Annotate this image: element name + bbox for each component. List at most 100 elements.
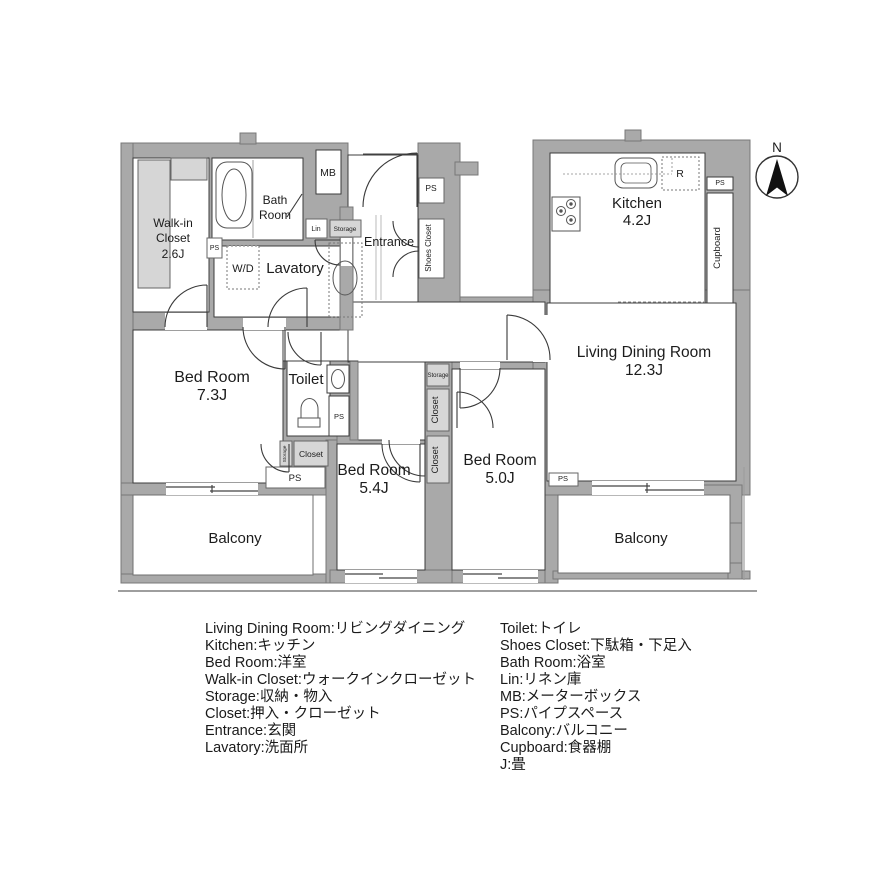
room-balcony-left — [132, 494, 314, 576]
legend-right-column: Toilet:トイレ Shoes Closet:下駄箱・下足入 Bath Roo… — [500, 621, 692, 774]
legend-item: Entrance:玄関 — [205, 723, 297, 739]
shoes-closet-door-upper — [392, 220, 420, 248]
storage-boxes — [137, 157, 450, 484]
shoes-closet-door-lower — [392, 250, 420, 278]
wic-label-1: Walk-in — [153, 216, 193, 230]
lin-box — [305, 218, 328, 239]
washer-dryer-box — [226, 245, 260, 290]
ps-box-kitchen — [706, 176, 734, 191]
wic-label-2: Closet — [156, 231, 191, 245]
bed73-label: Bed Room — [174, 369, 250, 386]
shoes-closet-box — [418, 218, 445, 279]
hall-lower — [347, 301, 546, 363]
legend-item: PS:パイプスペース — [500, 706, 624, 722]
lin-label: Lin — [311, 226, 320, 233]
ps-label-kitchen: PS — [715, 180, 725, 187]
toilet-basin-box — [326, 364, 350, 394]
storage-box-hall — [329, 219, 362, 238]
legend-item: Walk-in Closet:ウォークインクローゼット — [205, 672, 476, 688]
windows — [166, 481, 704, 583]
wd-label: W/D — [232, 263, 253, 275]
entrance-step-lines — [375, 215, 382, 300]
ps-box-toilet — [328, 395, 350, 437]
room-bed-50 — [451, 368, 546, 571]
counter-dashed-line — [563, 158, 673, 175]
lavatory-label: Lavatory — [266, 260, 324, 277]
legend-item: Storage:収納・物入 — [205, 689, 333, 705]
boundary-lines — [118, 467, 757, 592]
bed73-closet-door — [260, 443, 290, 473]
bath-label-2: Room — [259, 208, 291, 222]
closet-upper — [426, 388, 450, 432]
shoes-closet-label: Shoes Closet — [424, 223, 433, 271]
balcony-right-label: Balcony — [614, 530, 668, 547]
legend-item: Bath Room:浴室 — [500, 655, 606, 671]
north-arrow-icon: N — [755, 140, 799, 199]
legend-item: Lin:リネン庫 — [500, 672, 582, 688]
room-living-dining — [546, 302, 737, 482]
legend-left-column: Living Dining Room:リビングダイニング Kitchen:キッチ… — [205, 621, 476, 757]
balcony-left-label: Balcony — [208, 530, 262, 547]
mb-label: MB — [320, 167, 336, 179]
ps-box-entrance — [418, 177, 445, 204]
room-labels: Walk-in Closet 2.6J Bath Room MB W/D Lav… — [153, 167, 725, 547]
bath-label-1: Bath — [263, 193, 288, 207]
stove-icon — [551, 196, 581, 232]
living-door — [506, 314, 551, 361]
door-gaps — [165, 238, 558, 444]
legend-item: MB:メーターボックス — [500, 689, 642, 705]
wic-shelf — [137, 159, 171, 289]
refrigerator-box — [661, 156, 700, 191]
storage-label-strip: Storage — [427, 373, 449, 379]
ps-label-toilet: PS — [334, 412, 344, 421]
storage-box-strip — [426, 363, 450, 387]
bed50-door — [459, 367, 501, 409]
room-floors — [132, 149, 737, 576]
room-bed-73 — [132, 329, 284, 484]
legend-item: Balcony:バルコニー — [500, 723, 628, 739]
closet-bed73 — [293, 440, 329, 467]
legend-item: Lavatory:洗面所 — [205, 740, 309, 756]
entrance-label: Entrance — [364, 235, 414, 249]
ps-box-wd — [206, 237, 223, 259]
door-swings — [164, 152, 551, 483]
ps-label-bed73: PS — [289, 473, 302, 484]
hand-basin-icon — [331, 369, 345, 389]
inner-walls — [339, 206, 359, 441]
bed73-door — [242, 326, 286, 370]
toilet-label: Toilet — [288, 371, 324, 388]
fixtures — [215, 153, 704, 428]
room-bed-54 — [336, 443, 426, 571]
closet-label-lower: Closet — [430, 446, 441, 473]
legend-item: Bed Room:洋室 — [205, 655, 307, 671]
closet-label-upper: Closet — [430, 396, 441, 423]
kitchen-area: 4.2J — [623, 212, 651, 229]
legend-item: Kitchen:キッチン — [205, 638, 316, 654]
cupboard-box — [706, 192, 734, 304]
ps-label-entrance: PS — [425, 183, 437, 193]
legend-item: Cupboard:食器棚 — [500, 740, 612, 756]
toilet-icon — [297, 398, 321, 428]
refrigerator-label: R — [676, 168, 684, 180]
bathtub-icon — [215, 161, 253, 229]
mb-box — [315, 149, 342, 195]
closet-upper-door — [456, 391, 494, 429]
lavatory-basin-icon — [332, 260, 358, 296]
room-balcony-right — [557, 494, 731, 574]
lavatory-door — [314, 239, 341, 266]
vanity-cabinet — [328, 242, 363, 318]
north-label: N — [772, 140, 782, 155]
hall-corridor — [352, 360, 426, 441]
wic-shelf-top — [170, 157, 208, 181]
legend-item: Living Dining Room:リビングダイニング — [205, 621, 466, 637]
front-door — [362, 152, 418, 208]
bath-door — [286, 193, 303, 218]
dashed-boxes — [226, 156, 700, 318]
ps-box-bed73 — [265, 466, 326, 489]
closet-lower-door — [388, 439, 426, 477]
legend-item: J:畳 — [500, 757, 526, 773]
closet-lower — [426, 435, 450, 484]
storage-label-bed73: Storage — [282, 445, 288, 462]
